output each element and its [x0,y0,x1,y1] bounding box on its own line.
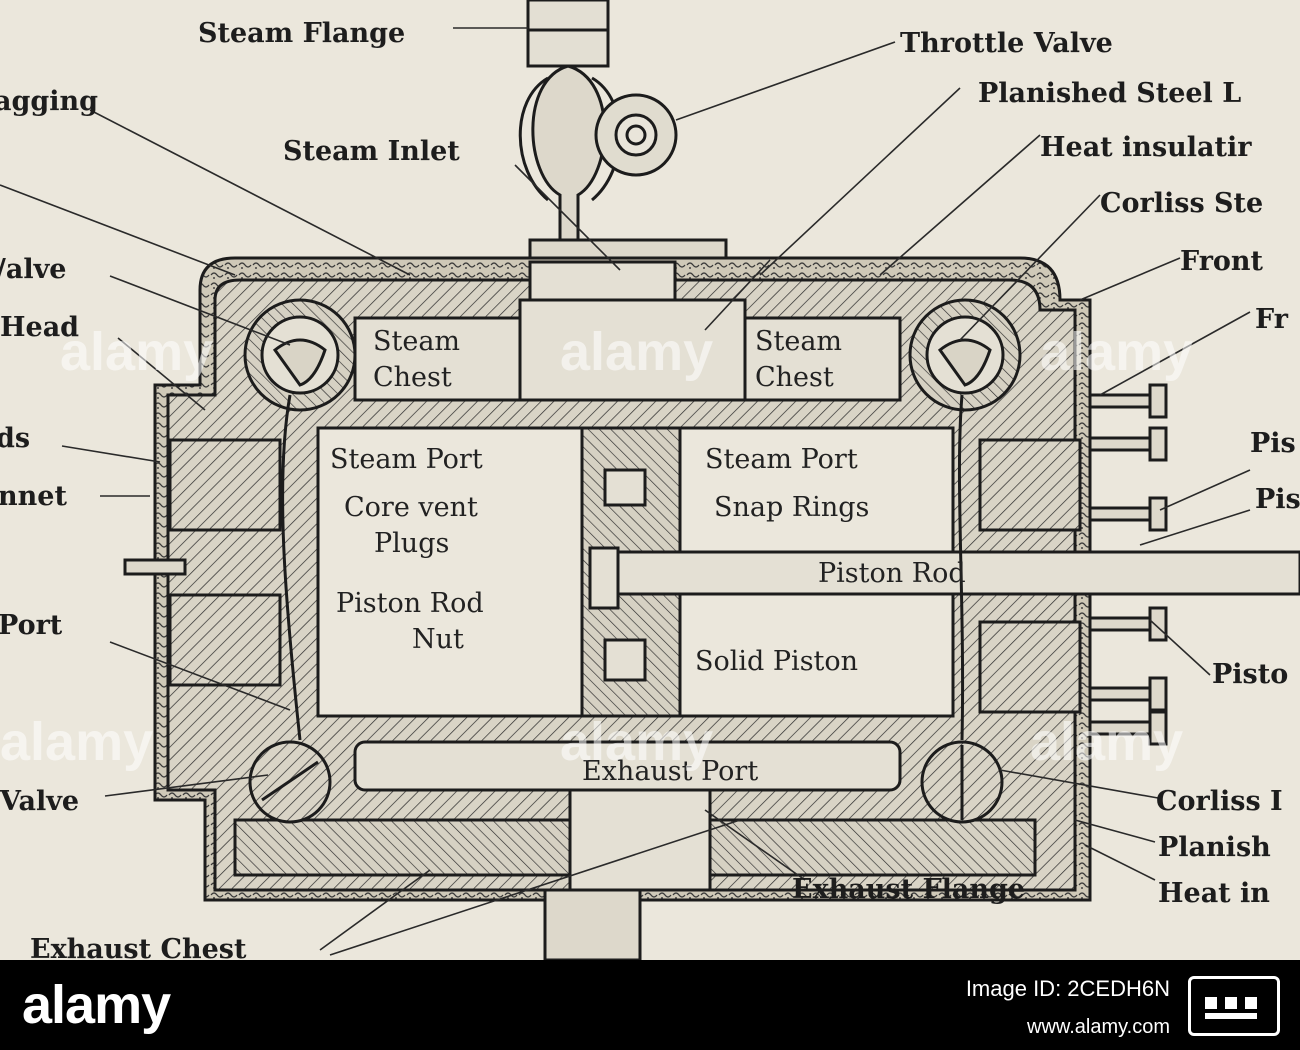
footer-image-id: Image ID: 2CEDH6N [965,976,1170,1001]
engine-cross-section-diagram: Steam Flange Throttle Valve Planished St… [0,0,1300,960]
label-steam-chest-left-1: Steam [373,326,460,357]
alamy-mark-icon [1188,976,1280,1036]
watermark-6: alamy [1030,712,1183,772]
label-steam-chest-right-1: Steam [755,326,842,357]
label-valve-bottom: Valve [0,786,79,817]
label-corliss-steam-valve: Corliss Ste [1100,188,1263,219]
label-steam-port-left: Steam Port [330,444,483,475]
label-steam-chest-left-2: Chest [373,362,452,393]
label-piston-rod: Piston Rod [818,558,966,589]
footer-logo: alamy [22,975,171,1035]
throttle-valve-body [531,64,606,242]
label-steam-flange: Steam Flange [198,18,405,49]
watermark-5: alamy [560,712,713,772]
steam-flange-shape [526,0,610,68]
label-exhaust-chest: Exhaust Chest [30,934,247,960]
label-front-head-studs: Fr [1255,304,1289,335]
label-piston-rod-nut-2: Nut [412,624,464,655]
label-bonnet: nnet [0,481,67,512]
label-piston-3: Pisto [1212,659,1288,690]
label-planished-steel-lagging: Planished Steel L [978,78,1241,109]
steam-inlet-passage [518,298,747,402]
label-piston-1: Pis [1250,428,1296,459]
label-exhaust-flange: Exhaust Flange [792,874,1025,905]
watermark-4: alamy [0,712,153,772]
exhaust-outlet [568,788,712,892]
label-piston-rod-nut-1: Piston Rod [336,588,484,619]
front-head-studs [1088,383,1168,746]
label-front-head: Front [1180,246,1264,277]
label-solid-piston: Solid Piston [695,646,858,677]
steam-chest-left [353,316,522,402]
label-piston-2: Pis [1255,484,1300,515]
label-planished-bottom: Planish [1158,832,1271,863]
watermark-1: alamy [60,322,213,382]
exhaust-flange-shape [543,888,642,960]
label-steam-port-right: Steam Port [705,444,858,475]
stock-footer-bar: alamy Image ID: 2CEDH6N www.alamy.com [0,960,1300,1050]
label-throttle-valve: Throttle Valve [900,28,1113,59]
label-head: Head [0,312,79,343]
label-valve-top: /alve [0,254,66,285]
label-heat-insulating-bottom: Heat in [1158,878,1270,909]
leader-lines [0,27,1251,956]
label-core-vent-2: Plugs [374,528,449,559]
label-studs: ds [0,423,30,454]
label-steam-chest-right-2: Chest [755,362,834,393]
label-corliss-exhaust: Corliss I [1156,786,1283,817]
piston-rod [616,550,1300,596]
label-steam-inlet: Steam Inlet [283,136,460,167]
watermark-2: alamy [560,322,713,382]
label-exhaust-port: Exhaust Port [582,756,758,787]
footer-url: www.alamy.com [1027,1016,1170,1038]
label-port: Port [0,610,63,641]
label-heat-insulating: Heat insulatir [1040,132,1252,163]
label-core-vent-1: Core vent [344,492,478,523]
label-snap-rings: Snap Rings [714,492,869,523]
watermark-3: alamy [1040,322,1193,382]
label-lagging: agging [0,86,98,117]
